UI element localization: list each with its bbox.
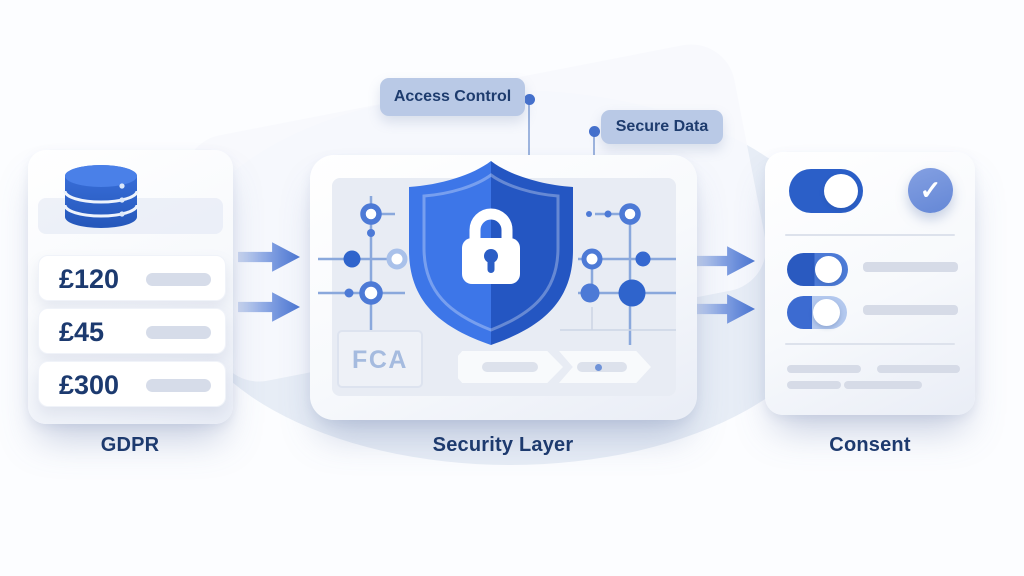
divider [785, 343, 955, 345]
fine-amount: £300 [59, 370, 120, 400]
placeholder-text-bar [877, 365, 960, 373]
toggle-knob [824, 174, 858, 208]
secure-data-callout: Secure Data [601, 110, 723, 144]
fine-amount: £45 [59, 317, 105, 347]
gdpr-row: £300 [38, 361, 226, 407]
fine-amount: £120 [59, 264, 120, 294]
placeholder-text-bar [844, 381, 922, 389]
database-icon [63, 165, 139, 228]
consent-stage-label: Consent [829, 434, 911, 456]
toggle-switch[interactable] [787, 296, 847, 329]
gdpr-row: £120 [38, 255, 226, 301]
placeholder-pill [482, 362, 538, 372]
placeholder-bar [863, 305, 958, 315]
placeholder-pill [146, 379, 211, 392]
security-layer-panel: FCA [310, 155, 697, 420]
access-control-connector-dot [524, 94, 535, 105]
placeholder-pill [577, 362, 627, 372]
gdpr-row: £45 [38, 308, 226, 354]
gdpr-stage-label: GDPR [100, 434, 160, 456]
secure-data-connector-dot [589, 126, 600, 137]
consent-panel: ✓ [765, 152, 975, 415]
access-control-callout: Access Control [380, 78, 525, 116]
access-control-connector-line [528, 103, 530, 159]
placeholder-pill [146, 326, 211, 339]
toggle-switch[interactable] [787, 253, 848, 286]
placeholder-pill [146, 273, 211, 286]
placeholder-text-bar [787, 381, 841, 389]
toggle-switch[interactable] [789, 169, 863, 213]
fca-badge: FCA [337, 330, 423, 388]
placeholder-text-bar [787, 365, 861, 373]
checkmark-icon[interactable]: ✓ [908, 168, 953, 213]
access-control-label: Access Control [393, 88, 512, 105]
circuit-pattern [318, 196, 676, 345]
process-chevron [559, 351, 651, 383]
toggle-knob [813, 299, 840, 326]
process-chevron [458, 351, 563, 383]
secure-data-label: Secure Data [615, 118, 709, 135]
gdpr-panel: £120 £45 £300 [28, 150, 233, 424]
placeholder-bar [863, 262, 958, 272]
divider [785, 234, 955, 236]
security-layer-stage-label: Security Layer [432, 434, 574, 456]
toggle-knob [815, 256, 842, 283]
shield-lock-icon [409, 161, 573, 345]
progress-dot [595, 363, 602, 371]
